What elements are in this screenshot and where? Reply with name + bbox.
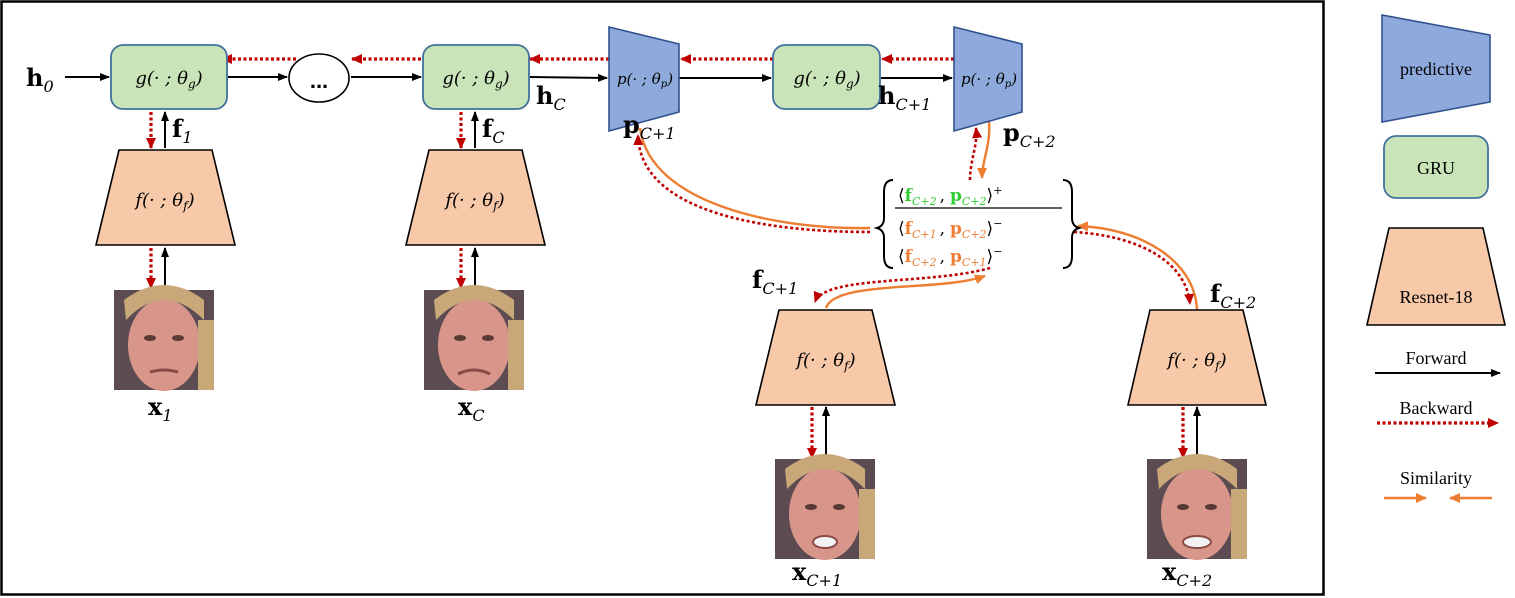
label-pC1: pC+1 <box>623 110 676 143</box>
backward-curve-f1 <box>813 266 991 303</box>
svg-text:...: ... <box>310 68 328 93</box>
label-hC: hC <box>536 81 566 114</box>
right-brace <box>1062 179 1083 269</box>
label-xC1: xC+1 <box>792 557 842 590</box>
label-fC: fC <box>482 114 505 147</box>
svg-text:GRU: GRU <box>1417 158 1455 178</box>
main-frame <box>0 0 1325 596</box>
label-pC2: pC+2 <box>1003 118 1056 151</box>
legend-forward: Forward <box>1375 348 1501 377</box>
svg-text:predictive: predictive <box>1400 59 1472 79</box>
svg-text:p(· ; θp): p(· ; θp) <box>617 70 673 90</box>
label-xC: xC <box>458 392 485 425</box>
similarity-curve-p2 <box>977 121 991 179</box>
svg-text:f(· ; θf): f(· ; θf) <box>443 190 504 213</box>
backward-curve-f2 <box>1073 230 1195 305</box>
label-fC2: fC+2 <box>1210 279 1256 312</box>
svg-text:Forward: Forward <box>1406 348 1467 368</box>
legend-predictive: predictive <box>1381 14 1491 123</box>
similarity-curve-f1 <box>824 274 986 309</box>
gru-node-C: g(· ; θg) <box>422 44 530 110</box>
negative-pair-1: ⟨fC+1,pC+2⟩− <box>898 217 1002 241</box>
label-xC2: xC+2 <box>1162 557 1212 590</box>
legend-gru: GRU <box>1383 135 1489 199</box>
encoder-node-C2: f(· ; θf) <box>1126 309 1268 406</box>
svg-text:Backward: Backward <box>1400 398 1473 418</box>
positive-pair: ⟨fC+2,pC+2⟩+ <box>898 184 1002 208</box>
encoder-node-C: f(· ; θf) <box>404 149 547 246</box>
similarity-set: ⟨fC+2,pC+2⟩+ ⟨fC+1,pC+2⟩− ⟨fC+2,pC+1⟩− <box>873 179 1083 269</box>
legend-backward: Backward <box>1377 398 1499 428</box>
legend-similarity: Similarity <box>1384 468 1492 503</box>
label-hC1: hC+1 <box>878 81 931 114</box>
similarity-curve-f2 <box>1077 221 1199 311</box>
svg-text:Similarity: Similarity <box>1400 468 1472 488</box>
label-f1: f1 <box>172 114 193 147</box>
ellipsis-node: ... <box>288 53 350 103</box>
backward-curve-p2 <box>968 127 983 181</box>
gru-node-3: g(· ; θg) <box>772 44 881 110</box>
backward-curve-p1 <box>633 134 871 234</box>
legend: predictive GRU Resnet-18 Forward Backwar… <box>1365 14 1507 503</box>
svg-text:f(· ; θf): f(· ; θf) <box>1165 350 1226 373</box>
svg-text:g(· ; θg): g(· ; θg) <box>135 68 202 91</box>
face-image-xC <box>424 285 524 391</box>
label-x1: x1 <box>148 392 173 425</box>
label-h0: h0 <box>26 63 54 96</box>
svg-text:g(· ; θg): g(· ; θg) <box>442 68 509 91</box>
legend-resnet: Resnet-18 <box>1365 227 1507 326</box>
predictive-node-1: p(· ; θp) <box>608 25 680 133</box>
face-image-x1 <box>114 285 214 391</box>
svg-text:Resnet-18: Resnet-18 <box>1400 287 1473 307</box>
similarity-curve-p1 <box>638 127 871 230</box>
predictive-node-2: p(· ; θp) <box>953 25 1023 133</box>
svg-text:g(· ; θg): g(· ; θg) <box>793 68 860 91</box>
label-fC1: fC+1 <box>752 265 798 298</box>
gru-node-1: g(· ; θg) <box>110 44 228 110</box>
svg-text:f(· ; θf): f(· ; θf) <box>794 350 855 373</box>
svg-text:p(· ; θp): p(· ; θp) <box>961 70 1017 90</box>
svg-text:f(· ; θf): f(· ; θf) <box>133 190 194 213</box>
encoder-node-1: f(· ; θf) <box>94 149 237 246</box>
encoder-node-C1: f(· ; θf) <box>754 309 897 406</box>
left-brace <box>873 179 894 269</box>
arrow-gruC-to-pred1 <box>529 73 608 82</box>
negative-pair-2: ⟨fC+2,pC+1⟩− <box>898 245 1002 269</box>
face-image-xC1 <box>775 454 875 560</box>
face-image-xC2 <box>1147 454 1247 560</box>
